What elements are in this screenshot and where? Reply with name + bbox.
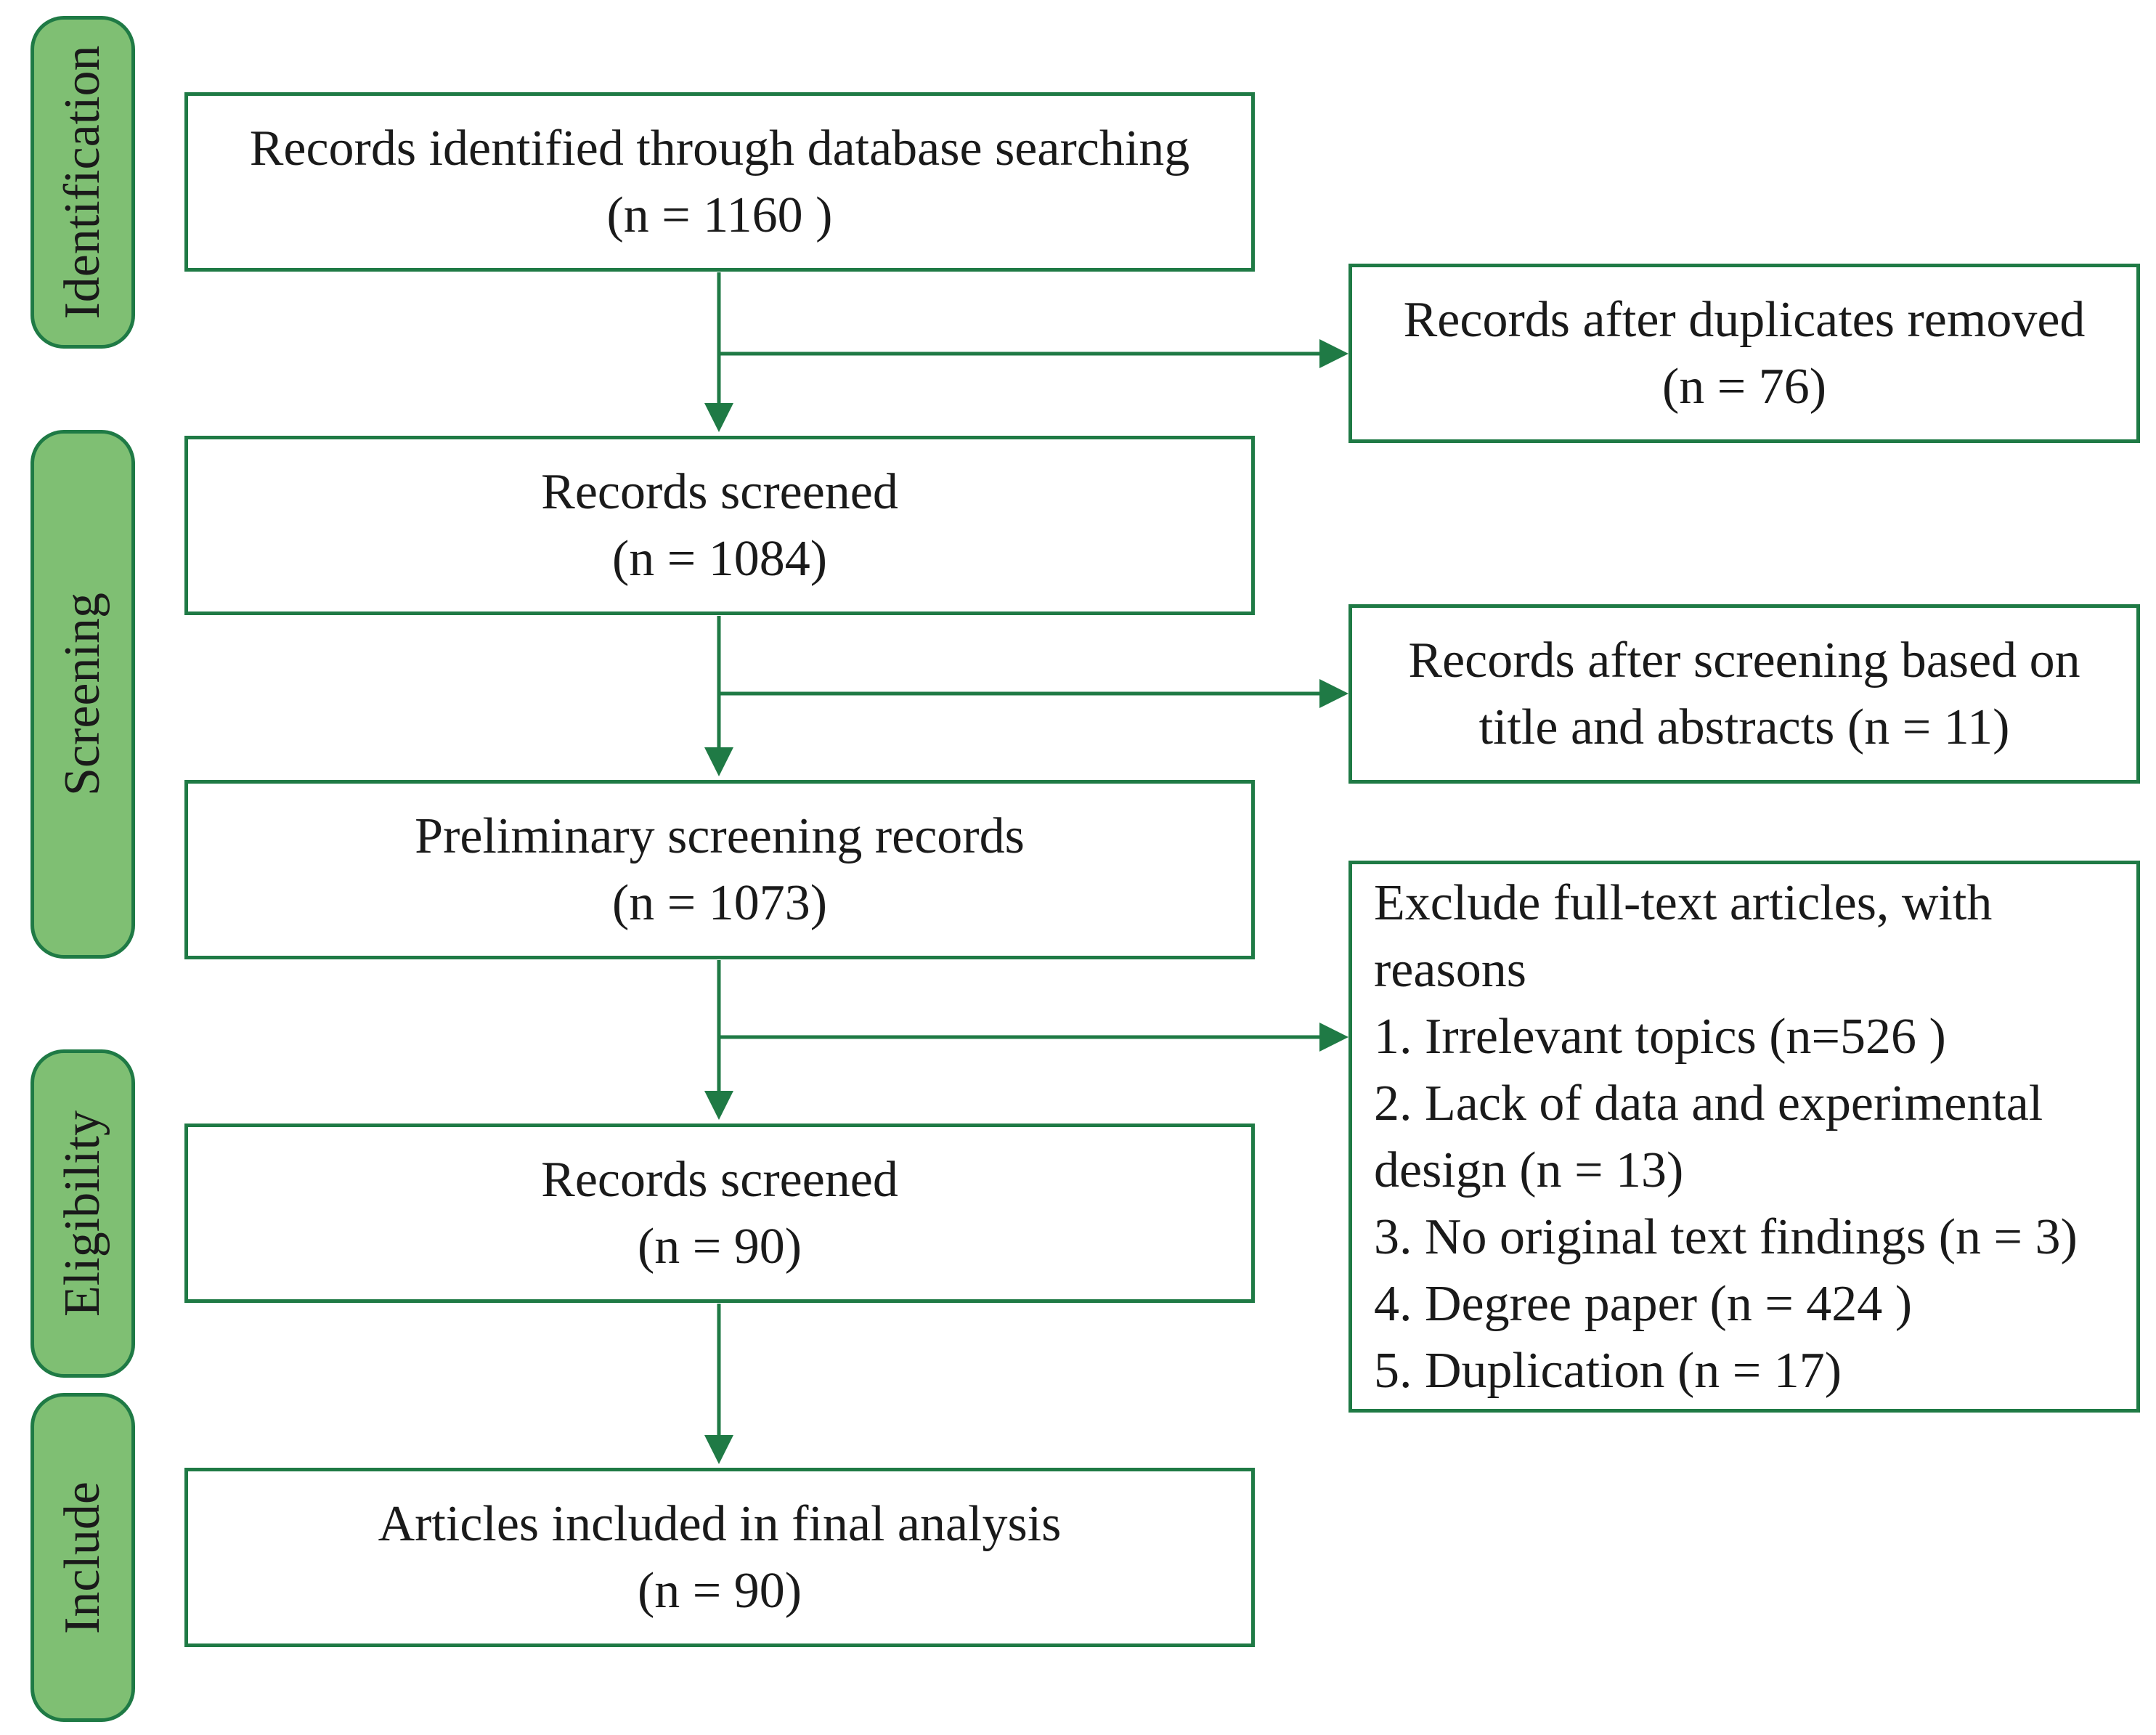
box-articles-included: Articles included in final analysis (n =…	[184, 1468, 1255, 1647]
box-records-screened-final-title: Records screened	[541, 1151, 898, 1208]
excluded-reason-4: 4. Degree paper (n = 424 )	[1374, 1276, 1913, 1332]
box-records-identified-title: Records identified through database sear…	[249, 120, 1190, 176]
excluded-reason-1: 1. Irrelevant topics (n=526 )	[1374, 1009, 1946, 1065]
box-records-screened-count: (n = 1084)	[611, 530, 828, 587]
box-title-abstract-screening: Records after screening based on title a…	[1348, 604, 2140, 784]
excluded-reason-3: 3. No original text findings (n = 3)	[1374, 1209, 2078, 1265]
box-records-screened-title: Records screened	[541, 463, 898, 520]
box-records-screened: Records screened (n = 1084)	[184, 436, 1255, 615]
box-articles-included-title: Articles included in final analysis	[378, 1495, 1062, 1552]
box-articles-included-count: (n = 90)	[637, 1562, 802, 1619]
excluded-reason-5: 5. Duplication (n = 17)	[1374, 1343, 1842, 1399]
stage-screening: Screening	[30, 430, 135, 959]
excluded-reason-2b: design (n = 13)	[1374, 1142, 1684, 1198]
box-title-abstract-line1: Records after screening based on	[1408, 632, 2080, 688]
stage-include: Include	[30, 1393, 135, 1722]
box-excluded-full-text: Exclude full-text articles, with reasons…	[1348, 861, 2140, 1413]
excluded-reason-2a: 2. Lack of data and experimental	[1374, 1076, 2043, 1131]
box-duplicates-removed-count: (n = 76)	[1661, 358, 1827, 415]
box-records-identified-count: (n = 1160 )	[606, 187, 833, 243]
excluded-heading-line1: Exclude full-text articles, with	[1374, 875, 1993, 931]
box-records-screened-final: Records screened (n = 90)	[184, 1124, 1255, 1303]
stage-identification: Identification	[30, 16, 135, 349]
box-records-screened-final-count: (n = 90)	[637, 1218, 802, 1275]
box-title-abstract-line2: title and abstracts (n = 11)	[1478, 699, 2010, 755]
box-duplicates-removed: Records after duplicates removed (n = 76…	[1348, 264, 2140, 443]
box-preliminary-screening: Preliminary screening records (n = 1073)	[184, 780, 1255, 959]
box-preliminary-screening-count: (n = 1073)	[611, 874, 828, 931]
box-preliminary-screening-title: Preliminary screening records	[415, 808, 1025, 864]
stage-eligibility: Eligibility	[30, 1049, 135, 1378]
excluded-heading-line2: reasons	[1374, 942, 1526, 998]
box-records-identified: Records identified through database sear…	[184, 92, 1255, 272]
box-duplicates-removed-title: Records after duplicates removed	[1403, 291, 2086, 348]
